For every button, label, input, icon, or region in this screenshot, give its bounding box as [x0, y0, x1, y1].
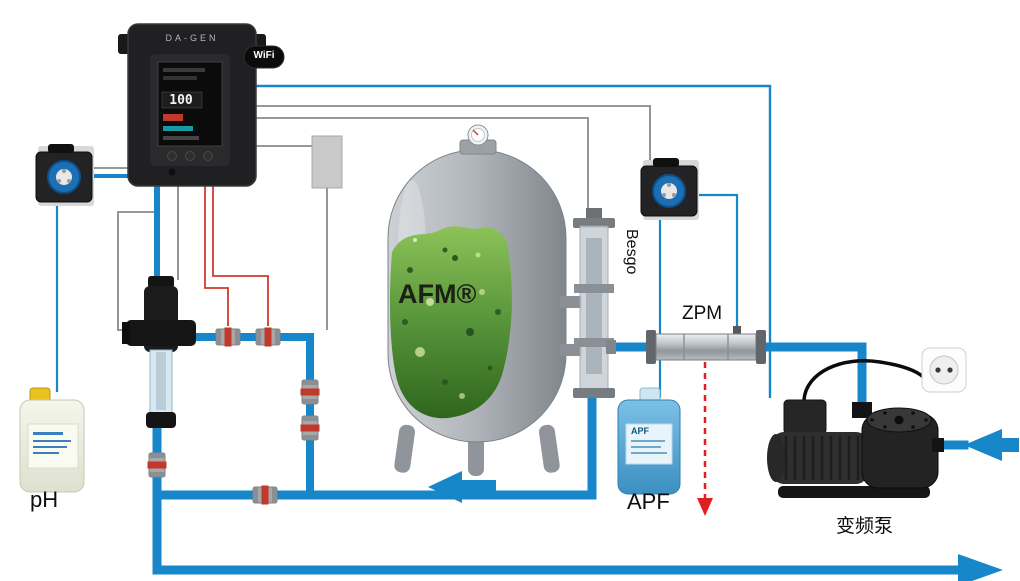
- flowcell-arms: [126, 320, 196, 346]
- tank-leg-center: [468, 432, 484, 476]
- media-window: [389, 226, 512, 419]
- pump-terminal-box: [783, 399, 827, 435]
- dosing-pump-left: [35, 144, 94, 206]
- zpm-flange-left: [646, 330, 656, 364]
- arrow-return-left: [428, 471, 496, 503]
- flowcell-probe: [156, 352, 166, 410]
- motor-fins: [784, 436, 860, 480]
- pump-intake-port: [932, 438, 944, 452]
- besgo-piston: [586, 238, 602, 374]
- check-valve-4: [147, 452, 167, 478]
- check-valve-2: [300, 415, 320, 441]
- zpm-mixer-label: ZPM: [682, 303, 723, 324]
- wifi-badge-label: WiFi: [253, 50, 275, 61]
- pressure-gauge: [467, 124, 489, 151]
- controller-screen-content: [161, 68, 205, 140]
- motor-end-cap: [767, 434, 785, 482]
- controller: [118, 23, 266, 187]
- filter-tank: [387, 124, 582, 476]
- besgo-ring-1: [574, 284, 614, 293]
- flow-cell: [122, 276, 196, 428]
- besgo-bottom-flange: [573, 388, 615, 398]
- probe-wire-2: [212, 186, 269, 326]
- check-valve-3: [252, 485, 278, 505]
- pump-left-top-clamp: [48, 144, 74, 153]
- pump-outlet-port: [852, 402, 872, 418]
- ph-sticker-lines: [33, 432, 71, 454]
- wire-to-besgo-valve: [256, 117, 589, 216]
- controller-ear-left: [118, 34, 130, 54]
- apf-sticker-lines: [631, 440, 667, 454]
- pump-base: [778, 486, 930, 498]
- pump-lid-knob: [894, 415, 904, 425]
- waste-line: [697, 362, 713, 516]
- controller-buttons[interactable]: [167, 151, 213, 161]
- vfd-control-cable: [256, 84, 772, 398]
- dosing-tubes: [55, 193, 739, 398]
- controller-brand: DA-GEN: [165, 33, 219, 43]
- zpm-flange-right: [756, 330, 766, 364]
- outlet-hole-right: [947, 367, 953, 373]
- injection-fitting-2: [255, 327, 281, 347]
- vfd-pump-unit: [767, 359, 944, 498]
- flowcell-top-cap: [148, 276, 174, 288]
- ph-canister-label: pH: [30, 487, 59, 512]
- besgo-right-port: [606, 340, 616, 354]
- zpm-body: [655, 333, 757, 361]
- flowcell-bottom-cap: [146, 412, 176, 428]
- injection-fitting-1: [215, 327, 241, 347]
- check-valve-1: [300, 379, 320, 405]
- module-box: [311, 135, 343, 189]
- waste-arrow-down: [697, 498, 713, 516]
- controller-vent-hole: [168, 168, 176, 176]
- zpm-weld-rings: [683, 334, 729, 360]
- apf-canister-label: APF: [627, 489, 670, 514]
- arrow-outflow-right: [958, 554, 1003, 581]
- controller-display-value: 100: [169, 93, 193, 108]
- media-speckles: [402, 238, 501, 399]
- dosing-pump-right: [640, 158, 699, 220]
- besgo-valve-label: Besgo: [623, 229, 640, 275]
- apf-injection-tube: [697, 193, 739, 330]
- apf-canister: [617, 387, 681, 495]
- apf-sticker: [625, 423, 673, 465]
- zpm-injection-port: [733, 326, 741, 334]
- probe-wire-1: [204, 186, 229, 326]
- wifi-badge: [243, 45, 285, 69]
- power-outlet: [921, 347, 967, 393]
- apf-sticker-label: APF: [631, 426, 649, 436]
- besgo-ring-2: [574, 338, 614, 347]
- outlet-hole-left: [935, 367, 941, 373]
- probe-wires: [204, 186, 269, 326]
- tank-leg-right: [538, 424, 560, 473]
- pump-right-top-clamp: [653, 158, 679, 167]
- tank-leg-left: [394, 424, 416, 473]
- besgo-valve: [573, 208, 616, 398]
- arrow-inflow-left: [964, 429, 1019, 461]
- pump-lid-bolts: [870, 411, 928, 429]
- flow-arrows: [428, 429, 1019, 581]
- flowcell-left-cap: [122, 322, 130, 344]
- vfd-pump-label: 变频泵: [836, 516, 894, 537]
- filter-media-label: AFM®: [398, 279, 477, 309]
- outlet-socket: [929, 355, 959, 385]
- ph-canister: [19, 387, 85, 493]
- power-cord: [802, 359, 928, 401]
- besgo-top-cap: [586, 208, 602, 218]
- zpm-mixer: [646, 326, 766, 364]
- tank-port-upper: [560, 296, 582, 308]
- pipe-zpm-pump: [757, 342, 867, 415]
- wire-to-dosing-pump-right: [256, 105, 651, 166]
